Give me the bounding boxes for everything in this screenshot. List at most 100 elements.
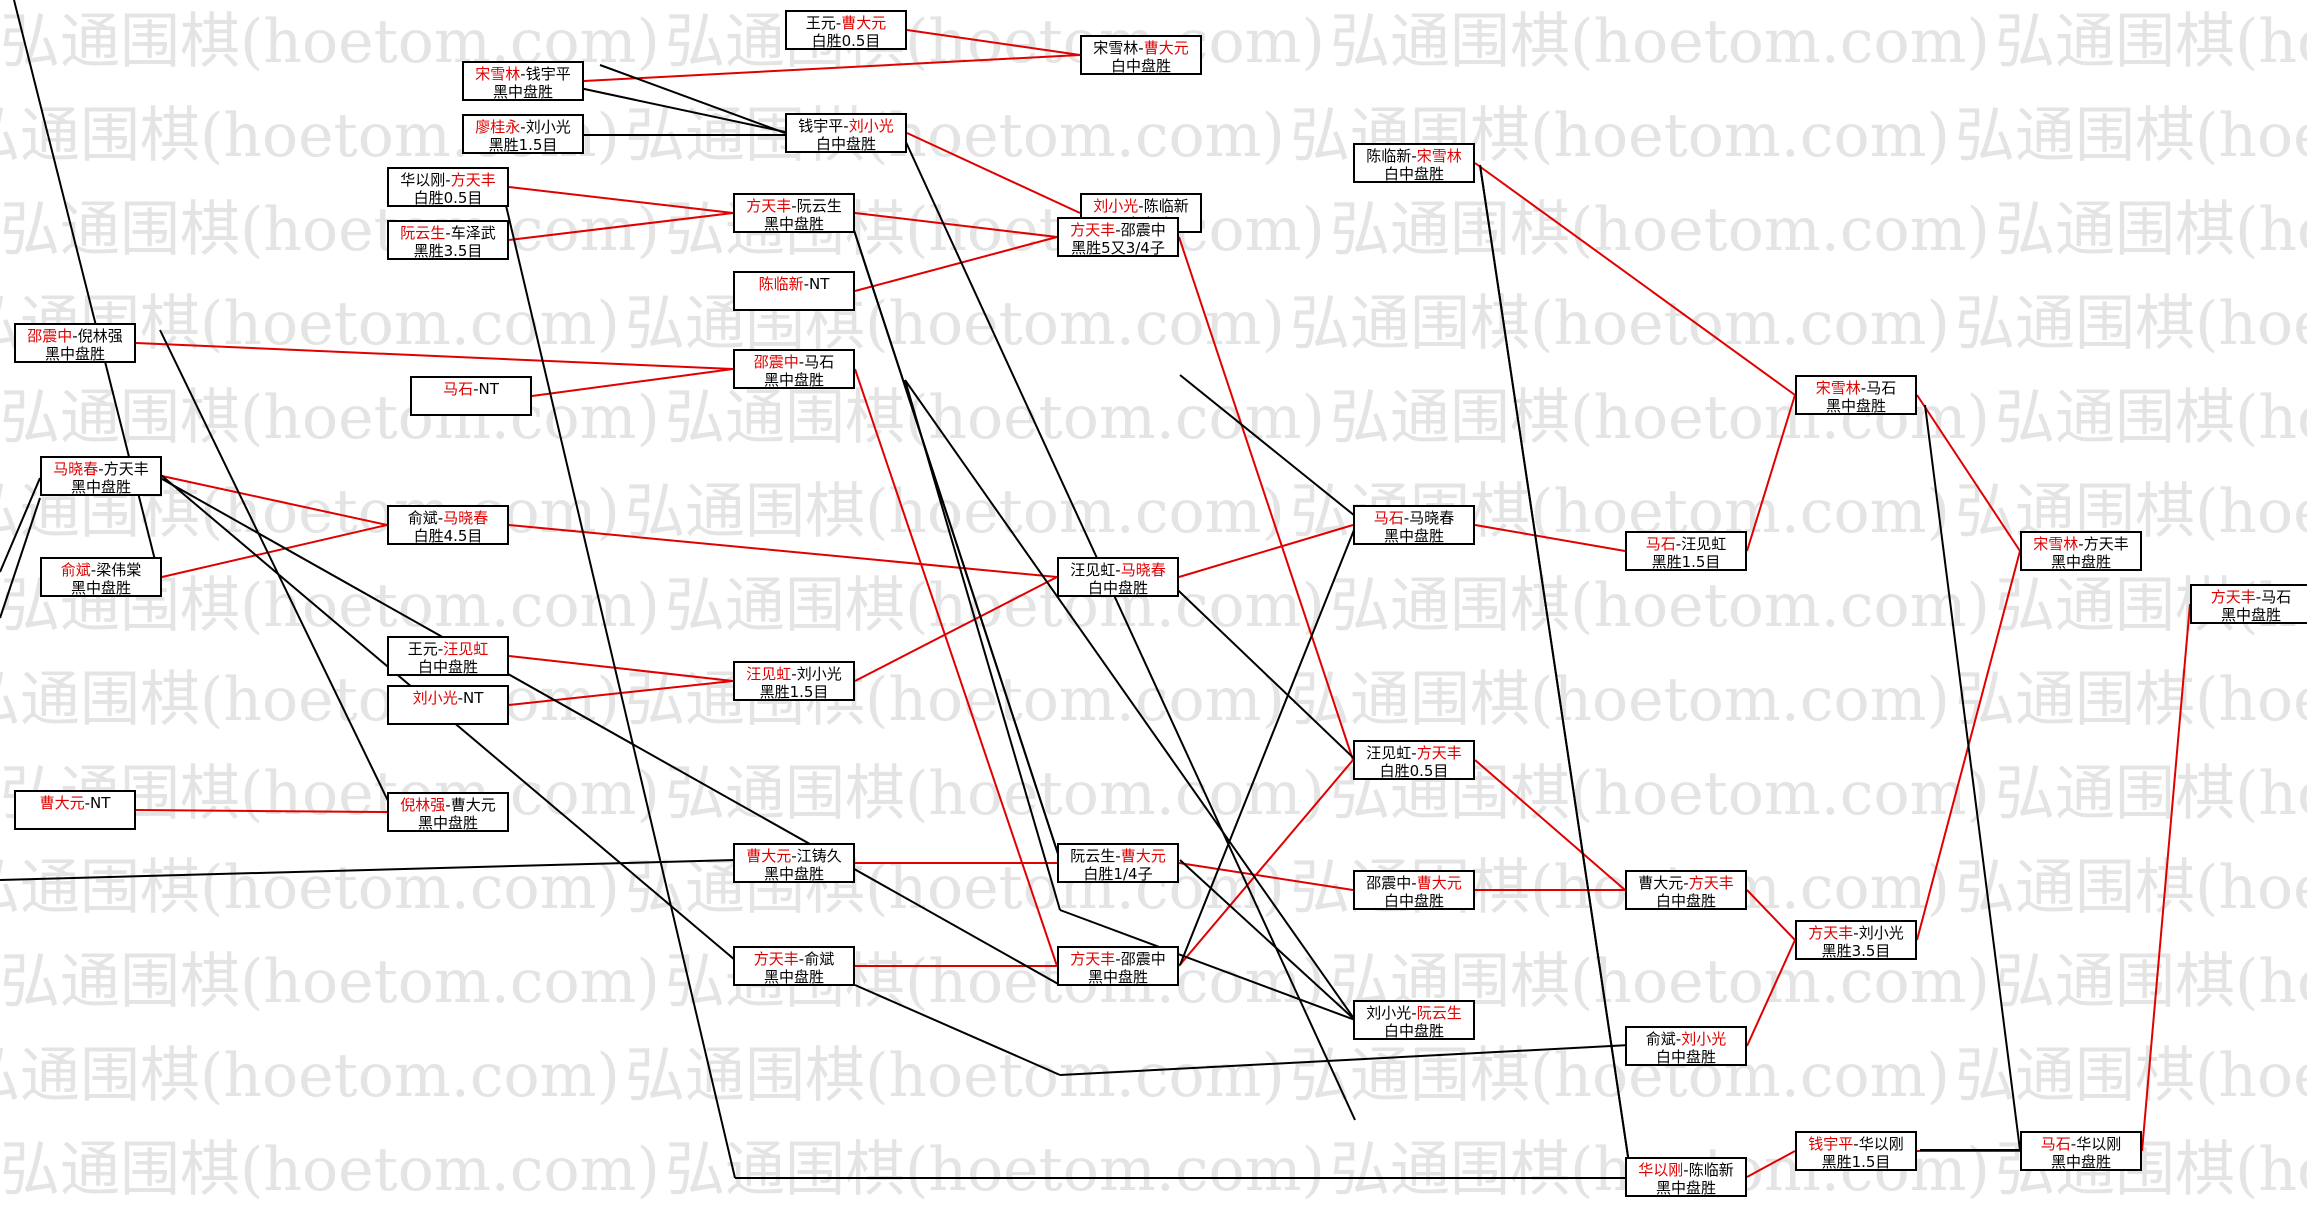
- match-box: 俞斌-马晓春白胜4.5目: [387, 505, 509, 545]
- player-separator: -: [791, 847, 797, 865]
- player-one: 方天丰: [1070, 221, 1116, 239]
- match-players: 刘小光-陈临新: [1082, 197, 1200, 215]
- loser-connector: [154, 474, 1061, 986]
- match-players: 方天丰-邵震中: [1059, 221, 1177, 239]
- player-two: 宋雪林: [1416, 147, 1462, 165]
- player-one: 马石: [443, 380, 474, 398]
- player-two: 方天丰: [1688, 874, 1734, 892]
- player-one: 邵震中: [27, 327, 73, 345]
- player-two: 马石: [1866, 379, 1897, 397]
- match-players: 方天丰-俞斌: [735, 950, 853, 968]
- loser-connector: [599, 64, 786, 134]
- player-one: 宋雪林: [1093, 39, 1139, 57]
- player-two: NT: [463, 689, 484, 707]
- match-box: 邵震中-倪林强黑中盘胜: [14, 323, 136, 363]
- player-one: 俞斌: [1645, 1030, 1676, 1048]
- match-box: 马晓春-方天丰黑中盘胜: [40, 456, 162, 496]
- player-separator: -: [803, 275, 810, 293]
- loser-connector: [0, 497, 41, 619]
- match-players: 汪见虹-方天丰: [1355, 744, 1473, 762]
- match-result: 白中盘胜: [1655, 892, 1716, 910]
- player-one: 俞斌: [60, 561, 91, 579]
- match-result: 白胜0.5目: [413, 189, 483, 207]
- match-players: 马石-汪见虹: [1627, 535, 1745, 553]
- match-box: 俞斌-刘小光白中盘胜: [1625, 1026, 1747, 1066]
- loser-connector: [0, 477, 41, 573]
- player-separator: -: [1853, 924, 1859, 942]
- match-box: 邵震中-马石黑中盘胜: [733, 349, 855, 389]
- match-box: 曹大元-方天丰白中盘胜: [1625, 870, 1747, 910]
- match-box: 方天丰-刘小光黑胜3.5目: [1795, 920, 1917, 960]
- match-result: 黑胜1.5目: [1651, 553, 1721, 571]
- player-one: 倪林强: [400, 796, 446, 814]
- player-one: 宋雪林: [1815, 379, 1861, 397]
- match-players: 钱宇平-华以刚: [1797, 1135, 1915, 1153]
- player-one: 邵震中: [753, 353, 799, 371]
- match-box: 方天丰-阮云生黑中盘胜: [733, 193, 855, 233]
- loser-connector: [904, 139, 1356, 1121]
- match-players: 陈临新-宋雪林: [1355, 147, 1473, 165]
- player-separator: -: [445, 796, 451, 814]
- match-box: 方天丰-俞斌黑中盘胜: [733, 946, 855, 986]
- player-two: 刘小光: [848, 117, 894, 135]
- loser-connector: [904, 379, 1061, 911]
- winner-connector: [583, 54, 1081, 82]
- match-result: 白胜0.5目: [1379, 762, 1449, 780]
- player-two: 梁伟棠: [96, 561, 142, 579]
- match-result: 白胜1/4子: [1083, 865, 1153, 883]
- player-separator: -: [1675, 1030, 1682, 1048]
- player-separator: -: [1683, 874, 1689, 892]
- player-separator: -: [98, 460, 104, 478]
- match-box: 宋雪林-曹大元白中盘胜: [1080, 35, 1202, 75]
- player-one: 马石: [1645, 535, 1676, 553]
- match-box: 钱宇平-华以刚黑胜1.5目: [1795, 1131, 1917, 1171]
- match-box: 刘小光-阮云生白中盘胜: [1353, 1000, 1475, 1040]
- player-one: 方天丰: [746, 197, 792, 215]
- match-box: 阮云生-车泽武黑胜3.5目: [387, 220, 509, 260]
- match-players: 宋雪林-钱宇平: [464, 65, 582, 83]
- match-box: 刘小光-NT: [387, 685, 509, 725]
- match-players: 华以刚-方天丰: [389, 171, 507, 189]
- player-separator: -: [1138, 197, 1144, 215]
- match-players: 倪林强-曹大元: [389, 796, 507, 814]
- player-separator: -: [445, 224, 451, 242]
- winner-connector: [508, 212, 734, 241]
- player-separator: -: [2070, 1135, 2077, 1153]
- player-separator: -: [437, 509, 444, 527]
- player-separator: -: [1115, 950, 1121, 968]
- player-separator: -: [798, 353, 805, 371]
- player-one: 宋雪林: [475, 65, 521, 83]
- winner-connector: [508, 186, 734, 214]
- match-players: 马石-马晓春: [1355, 509, 1473, 527]
- match-box: 陈临新-宋雪林白中盘胜: [1353, 143, 1475, 183]
- player-separator: -: [843, 117, 849, 135]
- match-box: 倪林强-曹大元黑中盘胜: [387, 792, 509, 832]
- player-two: 华以刚: [1858, 1135, 1904, 1153]
- match-result: 黑中盘胜: [763, 215, 824, 233]
- player-separator: -: [520, 118, 526, 136]
- winner-connector: [1746, 1150, 1796, 1178]
- match-result: 黑胜3.5目: [1821, 942, 1891, 960]
- match-box: 邵震中-曹大元白中盘胜: [1353, 870, 1475, 910]
- match-players: 汪见虹-刘小光: [735, 665, 853, 683]
- match-players: 马石-华以刚: [2022, 1135, 2140, 1153]
- match-result: 白中盘胜: [1383, 1022, 1444, 1040]
- player-two: 马石: [804, 353, 835, 371]
- loser-connector: [574, 86, 791, 134]
- player-two: 曹大元: [1120, 847, 1166, 865]
- player-one: 方天丰: [1808, 924, 1854, 942]
- match-box: 方天丰-马石黑中盘胜: [2190, 584, 2307, 624]
- match-players: 邵震中-倪林强: [16, 327, 134, 345]
- match-result: 黑中盘胜: [1383, 527, 1444, 545]
- match-result: 黑中盘胜: [2220, 606, 2281, 624]
- winner-connector: [1474, 759, 1626, 891]
- player-separator: -: [90, 561, 97, 579]
- winner-connector: [1178, 524, 1354, 578]
- match-box: 马石-华以刚黑中盘胜: [2020, 1131, 2142, 1171]
- player-one: 华以刚: [1638, 1161, 1684, 1179]
- match-players: 邵震中-曹大元: [1355, 874, 1473, 892]
- player-separator: -: [798, 950, 805, 968]
- player-one: 刘小光: [412, 689, 458, 707]
- match-result: 黑中盘胜: [763, 968, 824, 986]
- match-players: 俞斌-马晓春: [389, 509, 507, 527]
